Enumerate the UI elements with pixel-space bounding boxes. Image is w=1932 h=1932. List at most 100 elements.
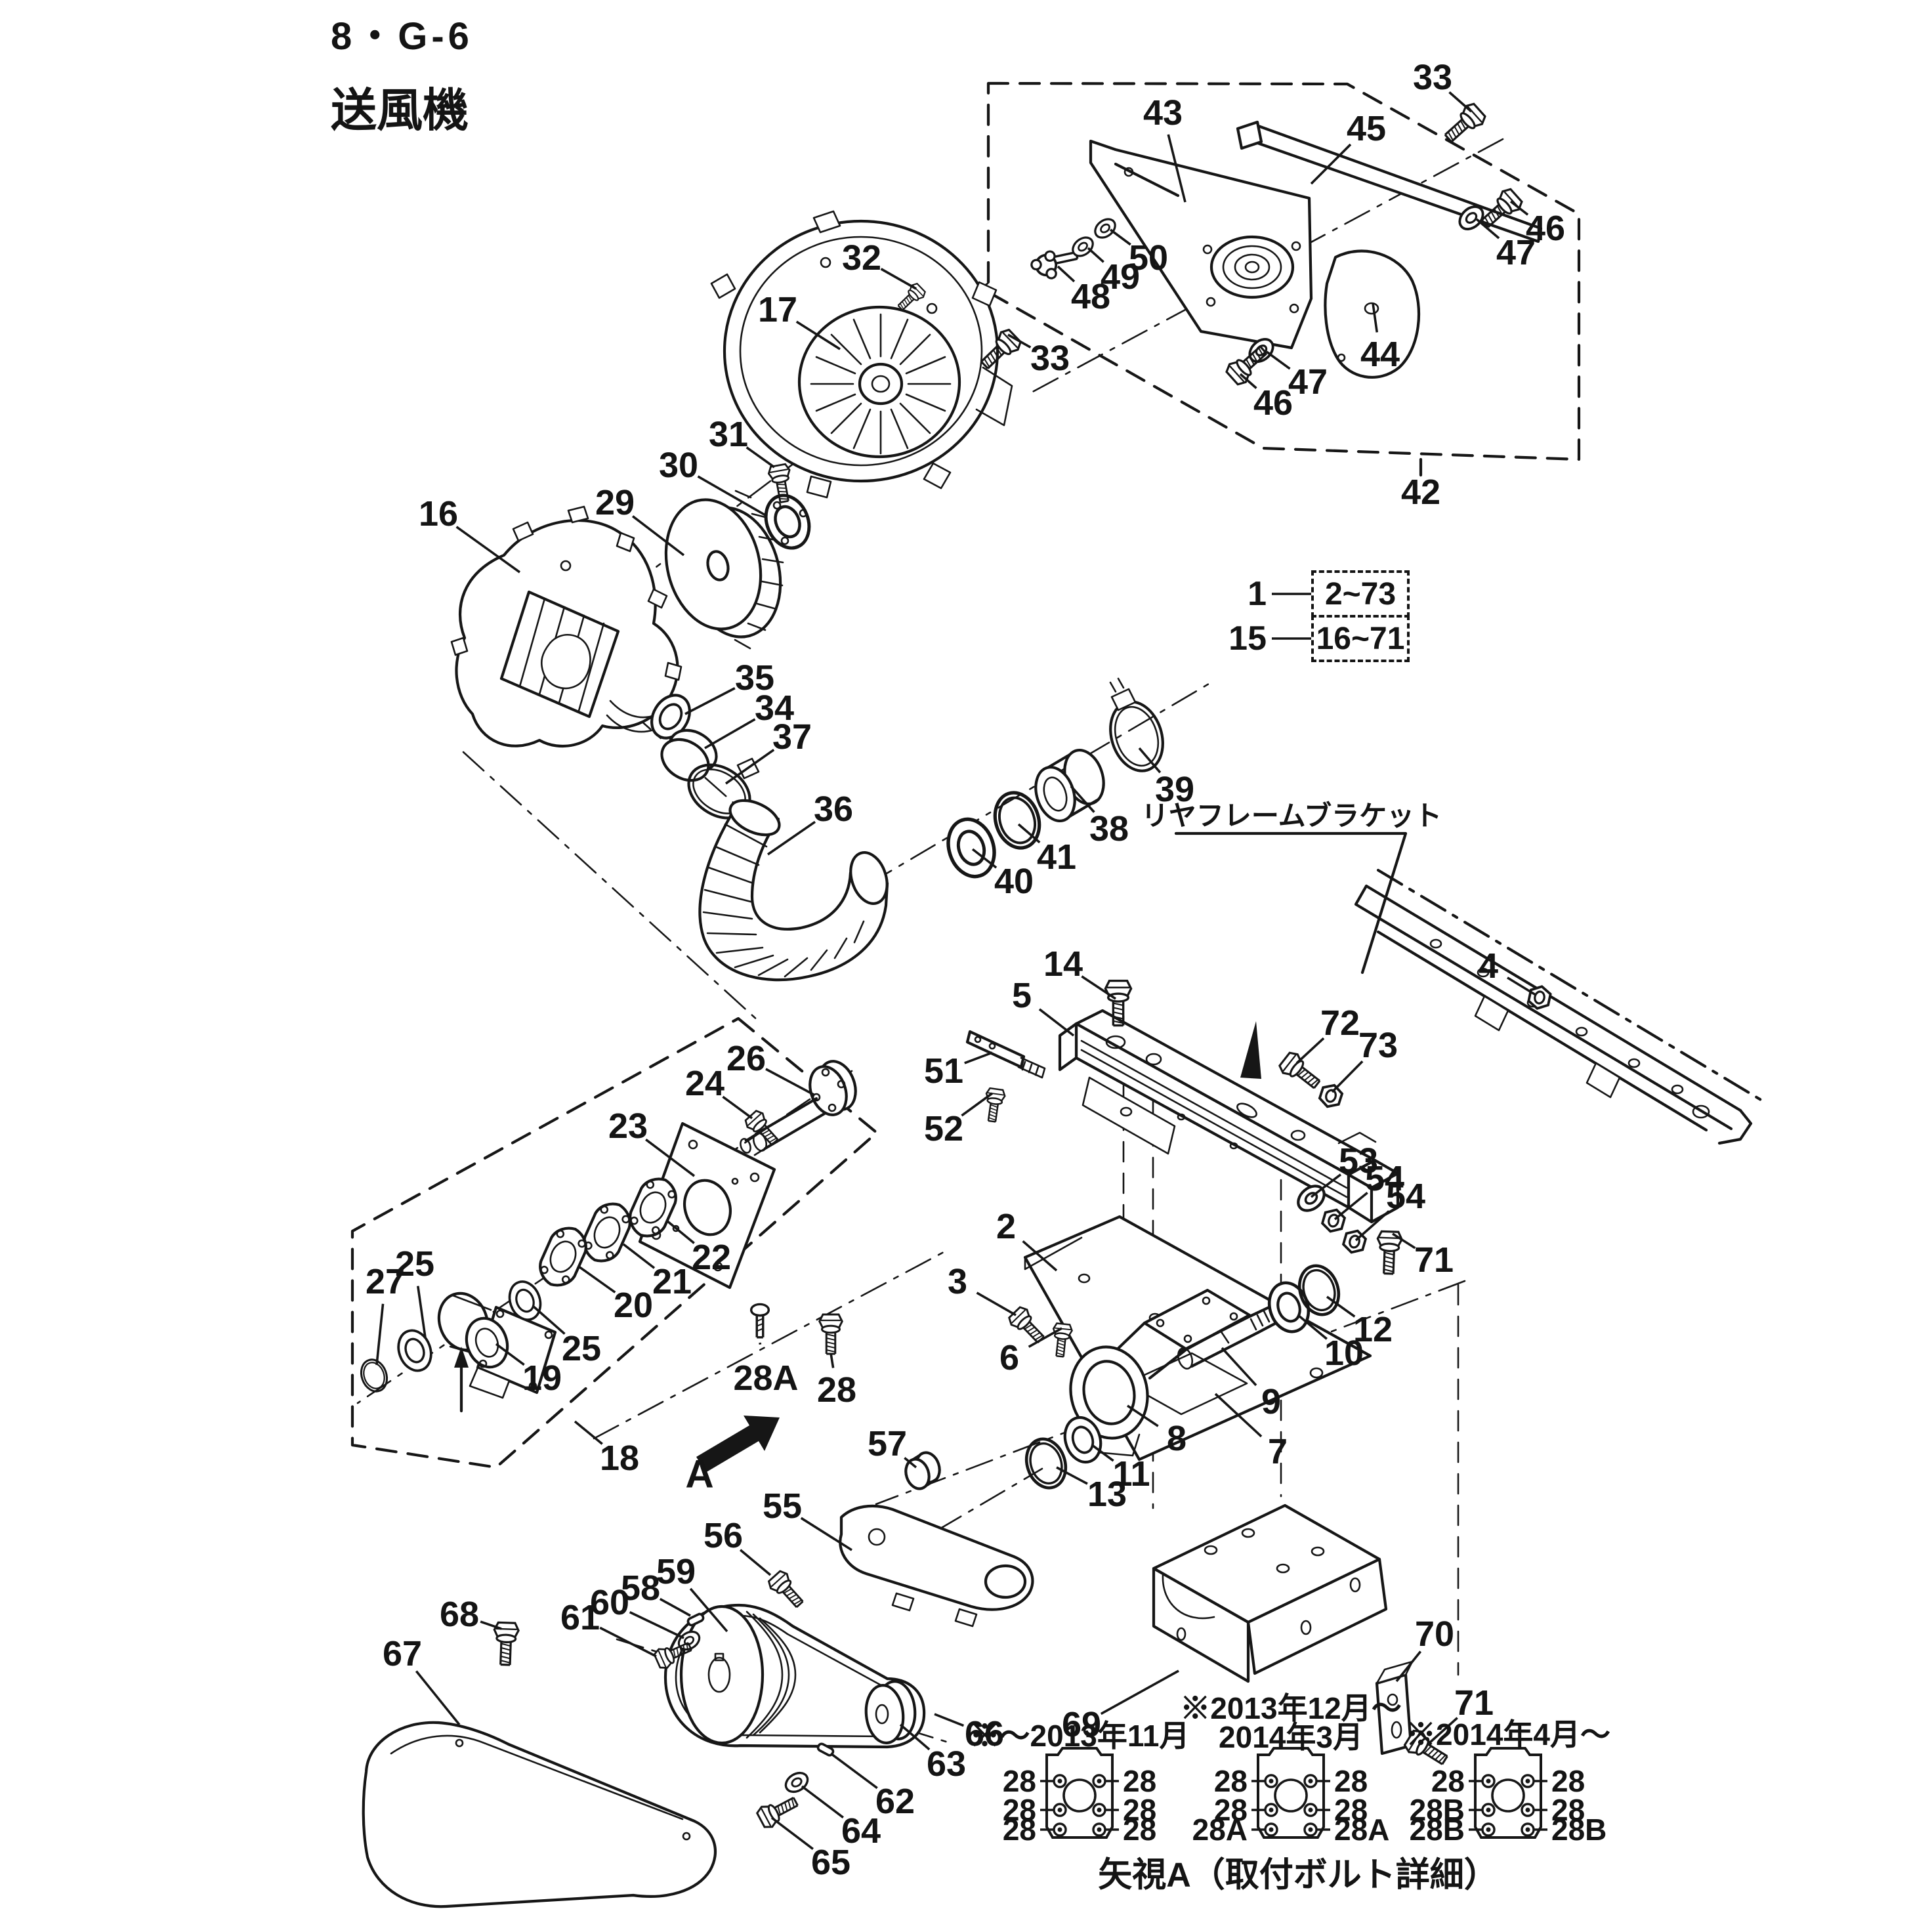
callout-54: 54 [1385, 1177, 1426, 1216]
leader-56 [739, 1549, 772, 1576]
leader-26 [765, 1068, 814, 1096]
leader-6 [1028, 1327, 1062, 1348]
callout-6: 6 [999, 1338, 1020, 1377]
callout-45: 45 [1346, 109, 1387, 148]
callout-71: 71 [1454, 1683, 1494, 1723]
leader-71 [1428, 1717, 1458, 1744]
callout-63: 63 [926, 1744, 967, 1784]
callout-47: 47 [1496, 233, 1536, 272]
pattern-bolt-hole-center [1525, 1807, 1530, 1813]
callout-17: 17 [757, 290, 798, 329]
leader-8 [1127, 1404, 1159, 1427]
pulley-59 [679, 1605, 797, 1745]
view-direction-a-label: A [685, 1452, 714, 1496]
page-code: 8・G-6 [331, 15, 473, 58]
impeller-29 [664, 490, 784, 650]
tension-plate-55 [765, 1504, 1034, 1628]
leader-7 [1214, 1393, 1263, 1438]
pattern-title-1-0: ※2013年12月～ [1180, 1691, 1402, 1725]
leader-9 [1221, 1347, 1257, 1387]
leader-44 [1372, 303, 1379, 333]
leader-63 [899, 1723, 931, 1751]
pattern-bolt-hole-center [1097, 1827, 1102, 1832]
leader-72 [1295, 1037, 1325, 1064]
callout-71: 71 [1414, 1240, 1454, 1280]
leader-73 [1331, 1060, 1364, 1093]
callout-43: 43 [1143, 93, 1183, 133]
leader-29 [631, 515, 685, 556]
leader-45 [1310, 143, 1352, 185]
leader-53 [1310, 1173, 1342, 1198]
callout-37: 37 [772, 717, 812, 757]
callout-39: 39 [1154, 770, 1195, 809]
leader-66 [934, 1713, 965, 1727]
pattern-title-1-1: 2014年3月 [1219, 1720, 1363, 1754]
callout-60: 60 [589, 1583, 630, 1622]
callout-66: 66 [964, 1714, 1005, 1754]
callout-10: 10 [1324, 1334, 1364, 1373]
screws-28a-28 [749, 1303, 843, 1355]
callout-30: 30 [658, 446, 699, 485]
ref-label-15: 15 [1228, 620, 1267, 658]
pattern-bolt-hole-center [1057, 1778, 1062, 1784]
callout-49: 49 [1100, 257, 1141, 297]
pattern-bolt-hole-center [1097, 1807, 1102, 1813]
callout-52: 52 [923, 1109, 964, 1148]
leader-30 [697, 475, 767, 517]
leader-17 [795, 320, 841, 350]
leader-46 [1239, 373, 1257, 389]
leader-34 [704, 718, 756, 749]
pattern-bolt-hole-center [1057, 1827, 1062, 1832]
callout-9: 9 [1261, 1382, 1282, 1421]
pattern-label-28: 28 [1334, 1764, 1368, 1798]
pattern-center-hole [1274, 1778, 1308, 1813]
leader-23 [645, 1139, 696, 1177]
leader-13 [1056, 1466, 1088, 1485]
callout-62: 62 [875, 1782, 915, 1821]
leader-71 [1392, 1232, 1416, 1250]
leader-3 [976, 1292, 1017, 1316]
gaskets-20-21-22 [539, 1177, 677, 1287]
callout-5: 5 [1011, 976, 1032, 1015]
callout-35: 35 [734, 658, 775, 698]
leader-18 [574, 1420, 603, 1445]
mount-tray-69 [1152, 1503, 1388, 1683]
pattern-title-2-0: ※2014年4月～ [1406, 1717, 1610, 1752]
rear-frame-bracket-label: リヤフレームブラケット [1141, 800, 1442, 831]
leader-50 [1109, 228, 1131, 246]
callout-20: 20 [613, 1286, 654, 1325]
leader-65 [770, 1816, 814, 1850]
leader-2 [1022, 1240, 1058, 1272]
leader-4 [1507, 976, 1536, 996]
pattern-label-28: 28 [1334, 1793, 1368, 1827]
callout-11: 11 [1112, 1454, 1150, 1494]
leader-36 [766, 820, 816, 856]
slide-rail-5 [1058, 979, 1400, 1224]
callout-69: 69 [1061, 1705, 1102, 1744]
pattern-label-28: 28 [1551, 1793, 1585, 1827]
callout-57: 57 [867, 1424, 908, 1463]
callout-48: 48 [1070, 277, 1111, 316]
blower-housing-17 [710, 210, 1024, 499]
callout-25: 25 [561, 1329, 602, 1368]
callout-4: 4 [1478, 946, 1499, 986]
pattern-label-28: 28 [1214, 1764, 1248, 1798]
callout-50: 50 [1128, 238, 1169, 278]
pattern-bolt-hole-center [1486, 1827, 1491, 1832]
callout-3: 3 [947, 1262, 968, 1301]
callout-61: 61 [560, 1598, 600, 1637]
leader-70 [1395, 1650, 1422, 1683]
callout-56: 56 [703, 1516, 744, 1555]
leader-21 [622, 1243, 656, 1269]
leader-14 [1081, 975, 1116, 1000]
pattern-label-28: 28 [1214, 1793, 1248, 1827]
callout-47: 47 [1288, 362, 1328, 402]
leader-57 [904, 1457, 917, 1469]
callout-65: 65 [810, 1843, 851, 1882]
callout-7: 7 [1267, 1432, 1288, 1471]
leader-33 [1448, 91, 1473, 113]
callout-19: 19 [522, 1358, 562, 1398]
leader-22 [665, 1219, 695, 1244]
